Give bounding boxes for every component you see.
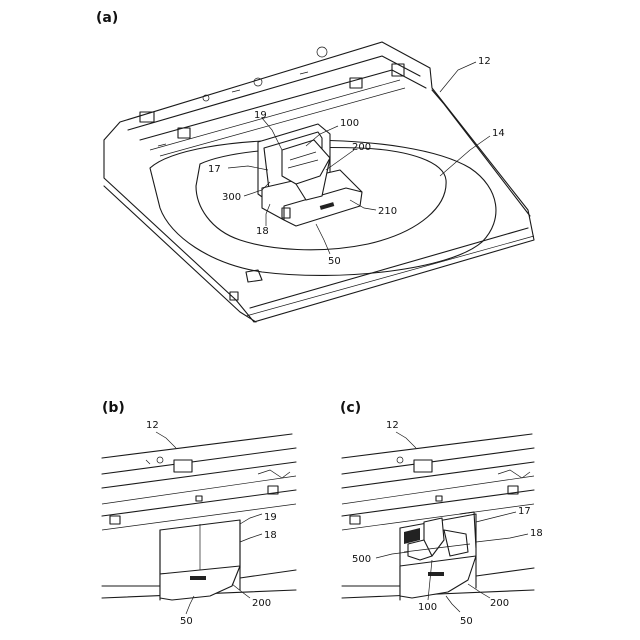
callout-b-18: 18 (264, 530, 277, 541)
callout-b-19: 19 (264, 512, 277, 523)
callout-a-100: 100 (340, 118, 359, 129)
callout-c-17: 17 (518, 506, 531, 517)
callout-a-300: 300 (222, 192, 241, 203)
panel-c: (c) (340, 400, 543, 627)
callout-a-18: 18 (256, 226, 269, 237)
callout-a-210: 210 (378, 206, 397, 217)
panel-a: (a) (96, 10, 534, 322)
callout-c-100: 100 (418, 602, 437, 613)
callout-a-50: 50 (328, 256, 341, 267)
panel-b: (b) (102, 400, 296, 627)
dispenser-assembly (258, 124, 362, 226)
callout-a-17: 17 (208, 164, 221, 175)
callout-b-12: 12 (146, 420, 159, 431)
callout-a-19: 19 (254, 110, 267, 121)
callout-a-200: 200 (352, 142, 371, 153)
panel-a-label: (a) (96, 10, 118, 26)
callout-c-18: 18 (530, 528, 543, 539)
callout-b-50: 50 (180, 616, 193, 627)
callout-a-12: 12 (478, 56, 491, 67)
panel-c-label: (c) (340, 400, 361, 416)
callout-a-14: 14 (492, 128, 505, 139)
callout-c-12: 12 (386, 420, 399, 431)
panel-b-label: (b) (102, 400, 125, 416)
callout-c-50: 50 (460, 616, 473, 627)
callout-b-200: 200 (252, 598, 271, 609)
callout-c-500: 500 (352, 554, 371, 565)
cover-open-view (342, 434, 534, 600)
callout-c-200: 200 (490, 598, 509, 609)
washing-machine-top-cover (104, 42, 534, 322)
